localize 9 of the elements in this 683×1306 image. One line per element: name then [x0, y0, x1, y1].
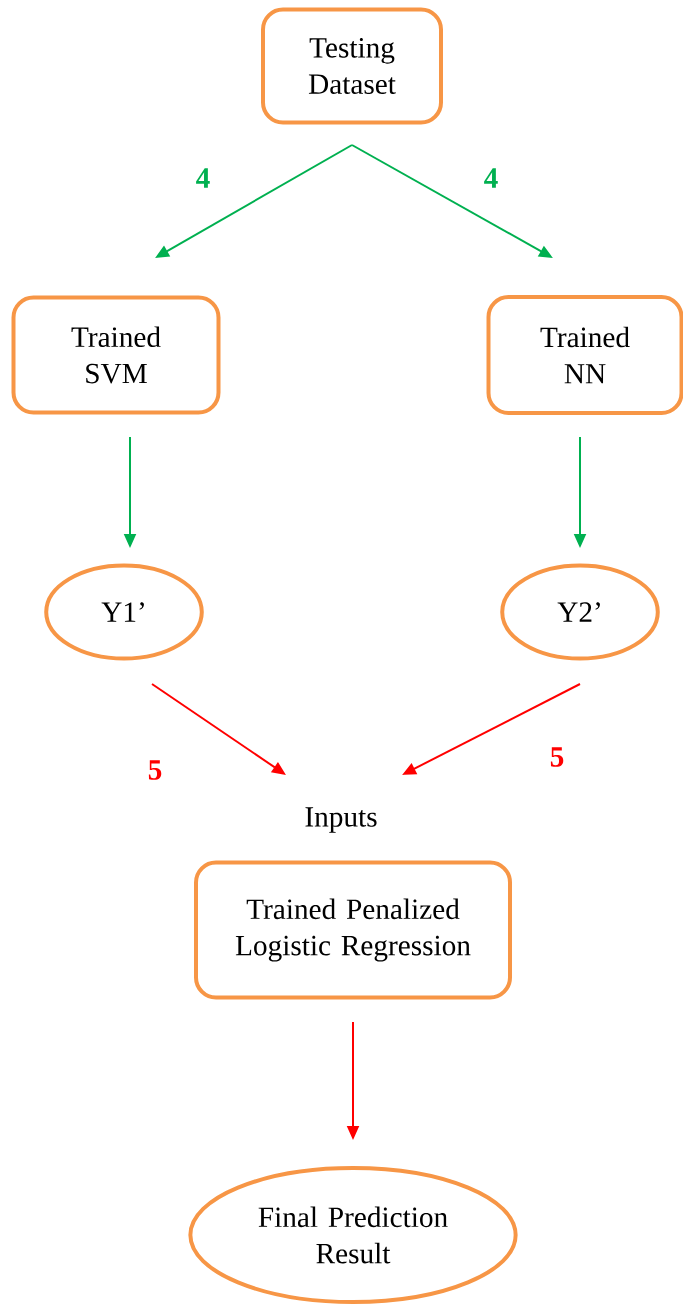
edge-label: 5: [148, 760, 162, 780]
process-box: Trained SVM: [11, 295, 221, 415]
edge-label: 4: [484, 168, 498, 188]
process-box: Testing Dataset: [261, 7, 443, 125]
edge-label: 5: [550, 747, 564, 767]
input-label: Inputs: [305, 807, 377, 833]
process-box: Trained Penalized Logistic Regression: [194, 860, 512, 1000]
process-box: Trained NN: [486, 295, 683, 415]
edge-label: 4: [196, 168, 210, 188]
